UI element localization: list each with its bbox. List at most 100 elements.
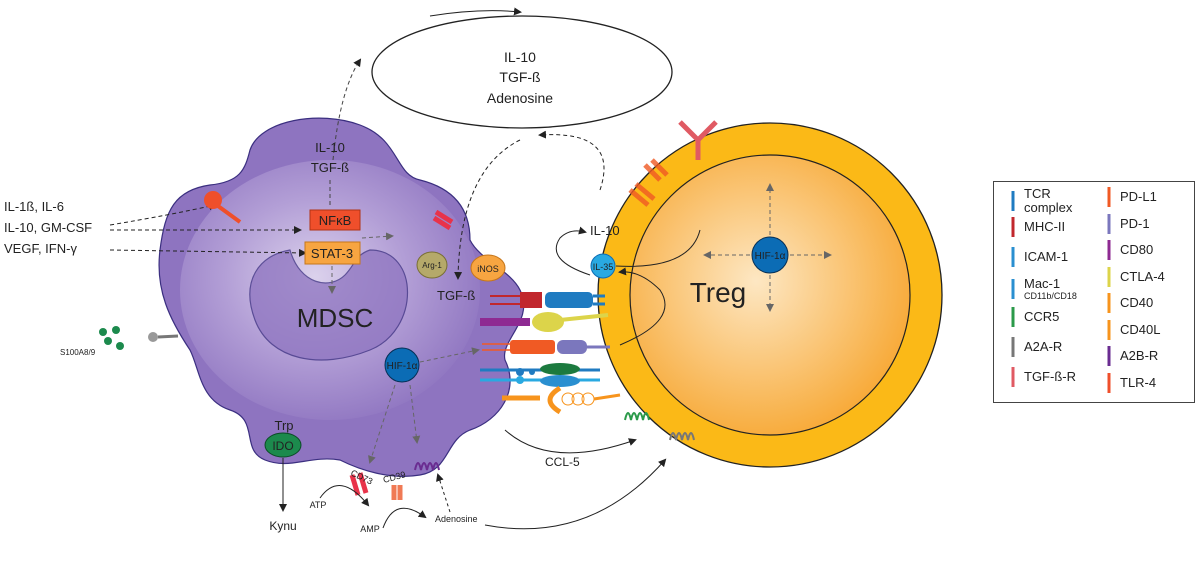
legend-label: ICAM-1 [1024, 249, 1069, 264]
membrane-receptor-red [432, 209, 454, 231]
input-il1b: IL-1ß, IL-6 [4, 199, 64, 214]
pdl1-pd1-pair [482, 340, 610, 354]
legend-label: CTLA-4 [1120, 268, 1165, 284]
legend-item: TLR-4 [1102, 372, 1157, 393]
legend-label: CCR5 [1024, 309, 1060, 324]
icam-icon [1006, 247, 1020, 267]
mac1-icon [1006, 279, 1020, 299]
mhc-icon [1006, 217, 1020, 237]
treg-il10: IL-10 [590, 223, 620, 238]
legend-item: MHC-II [1006, 217, 1092, 237]
cd39-enzyme [391, 485, 403, 500]
s100-receptor [148, 332, 179, 342]
treg-label: Treg [690, 277, 747, 308]
tlr4-receptor [204, 191, 242, 224]
nfkb-label: NFκB [319, 213, 352, 228]
cd80-icon [1102, 240, 1116, 260]
kynu-label: Kynu [269, 519, 296, 533]
input-il10: IL-10, GM-CSF [4, 220, 92, 235]
legend-item: PD-L1 [1102, 187, 1157, 207]
ccr5-icon [1006, 307, 1020, 327]
inos-label: iNOS [477, 264, 499, 274]
mhc-tcr-pair [490, 292, 605, 308]
mdsc-hif [384, 347, 420, 383]
pdl1-icon [1102, 187, 1116, 207]
il35-label: IL-35 [593, 262, 614, 272]
mdsc-label: MDSC [297, 303, 374, 333]
nfkb-box [309, 209, 361, 231]
adenosine-label: Adenosine [435, 514, 478, 524]
stat3-box [304, 241, 361, 265]
ccl5-label: CCL-5 [545, 455, 580, 469]
tgfbr-icon [1006, 367, 1020, 387]
legend-label: TGF-ß-R [1024, 369, 1076, 384]
a2b-receptor [414, 462, 440, 471]
secreted-cloud [371, 15, 673, 129]
legend-item: TCR complex [1006, 187, 1092, 215]
inos-enzyme [470, 254, 506, 282]
legend-label: A2A-R [1024, 339, 1063, 354]
ctla4-icon [1102, 266, 1116, 287]
pdl1-receptor-treg [628, 158, 669, 207]
legend-item: CD40L [1102, 319, 1161, 340]
legend-label: TCR complex [1024, 186, 1073, 215]
legend-item: PD-1 [1102, 213, 1150, 234]
legend-label: CD40L [1120, 321, 1161, 337]
legend-item: CD80 [1102, 240, 1153, 260]
legend-label: CD40 [1120, 295, 1154, 310]
cloud-adenosine: Adenosine [487, 90, 553, 106]
legend-item: A2B-R [1102, 346, 1158, 366]
legend-item: ICAM-1 [1006, 247, 1092, 267]
pd1-icon [1102, 213, 1116, 234]
legend-label: PD-1 [1120, 215, 1150, 231]
trp-label: Trp [274, 418, 293, 433]
cd40-icon [1102, 293, 1116, 313]
arg1-label: Arg-1 [422, 261, 442, 270]
legend-item: CD40 [1102, 293, 1153, 313]
il35 [590, 253, 616, 279]
cd80-ctla4-pair [480, 312, 609, 332]
mdsc-hif-label: HIF-1α [387, 361, 418, 372]
tcr-icon [1006, 191, 1020, 211]
atp-label: ATP [310, 500, 327, 510]
legend-label: TLR-4 [1120, 374, 1157, 390]
legend-item: CTLA-4 [1102, 266, 1165, 287]
treg-hif-label: HIF-1α [755, 251, 786, 262]
treg-nucleus [629, 154, 911, 436]
mdsc-il10: IL-10 [315, 140, 345, 155]
legend-item: TGF-ß-R [1006, 367, 1092, 387]
cloud-tgfb: TGF-ß [499, 69, 540, 85]
mdsc-tgfb: TGF-ß [311, 160, 349, 175]
legend-label: CD80 [1120, 242, 1154, 257]
s100-label: S100A8/9 [60, 348, 96, 357]
ido-enzyme [264, 432, 302, 458]
stat3-label: STAT-3 [311, 246, 353, 261]
legend-sublabel: CD11b/CD18 [1024, 291, 1077, 301]
s100-dots [99, 326, 124, 350]
legend-label: PD-L1 [1120, 189, 1157, 204]
legend-label: A2B-R [1120, 348, 1159, 363]
legend-item: CCR5 [1006, 307, 1092, 327]
treg-hif [751, 236, 789, 274]
mdsc-nucleus [249, 249, 409, 361]
tgfbr-receptor [678, 120, 718, 160]
legend-item: A2A-R [1006, 337, 1092, 357]
tlr4-icon [1102, 372, 1116, 393]
input-vegf: VEGF, IFN-γ [4, 241, 77, 256]
ccr5-receptor [624, 412, 650, 421]
mdsc-tgfb-membrane: TGF-ß [437, 288, 475, 303]
cloud-il10: IL-10 [504, 49, 536, 65]
legend-label: Mac-1 [1024, 276, 1061, 291]
legend-label: MHC-II [1024, 219, 1066, 234]
ido-label: IDO [272, 439, 293, 453]
a2a-receptor [669, 432, 695, 441]
a2a-icon [1006, 337, 1020, 357]
cd73-enzyme [349, 472, 369, 496]
cd40-cd40l-pair [502, 385, 621, 415]
a2b-icon [1102, 346, 1116, 366]
arg1-enzyme [416, 251, 448, 279]
icam-mac1-pair [480, 363, 600, 387]
